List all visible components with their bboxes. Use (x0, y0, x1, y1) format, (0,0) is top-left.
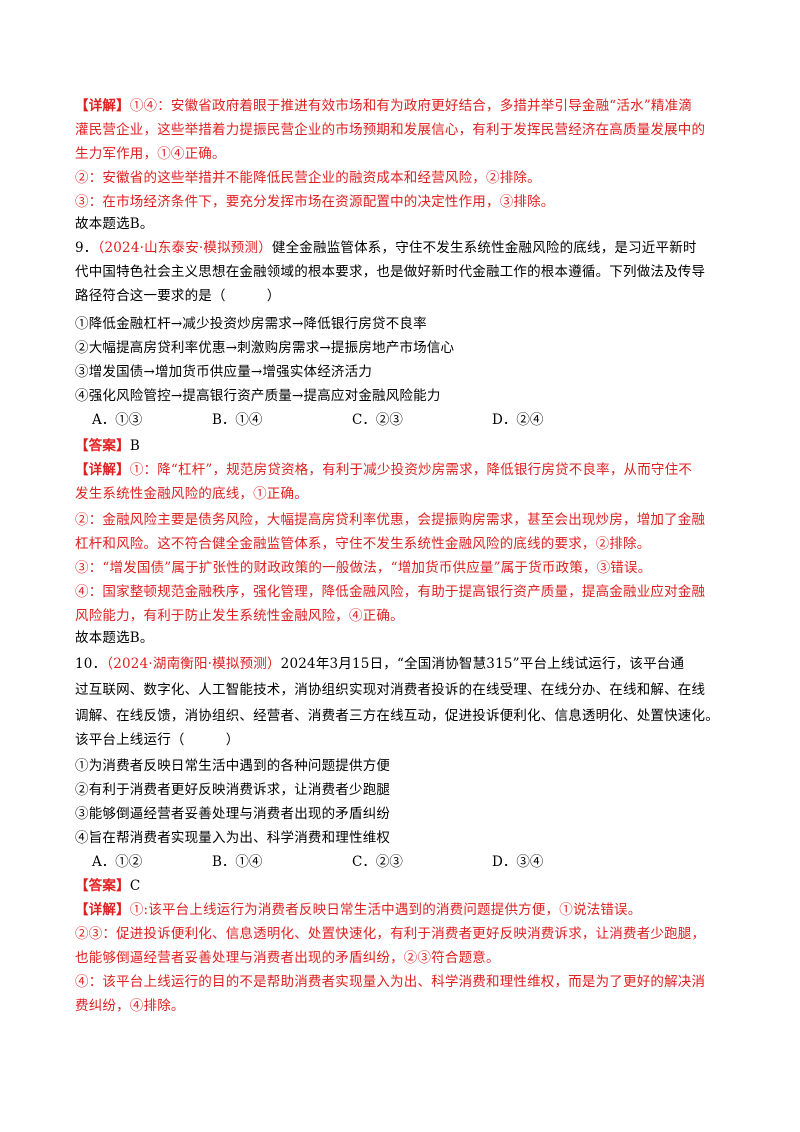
q10-detail-line-5: 费纠纷，④排除。 (75, 998, 185, 1014)
q9-detail-line-3: ②：金融风险主要是债务风险，大幅提高房贷利率优惠，会提振购房需求，甚至会出现炒房… (75, 512, 706, 528)
q9-detail-text: ①：降“杠杆”，规范房贷资格，有利于减少投资炒房需求，降低银行房贷不良率，从而守… (129, 462, 693, 478)
q9-item-4: ④强化风险管控→提高银行资产质量→提高应对金融风险能力 (75, 388, 441, 404)
q10-item-1: ①为消费者反映日常生活中遇到的各种问题提供方便 (75, 758, 391, 774)
q10-stem-line-4: 该平台上线运行（ ） (75, 732, 240, 748)
q10-detail-line-2: ②③：促进投诉便利化、信息透明化、处置快速化，有利于消费者更好反映消费诉求，让消… (75, 926, 706, 942)
q9-answer-tag: 【答案】 (75, 438, 130, 454)
q10-answer-value: C (129, 878, 141, 894)
q8-detail-line-3: 生力军作用，①④正确。 (75, 146, 226, 162)
q10-stem-text: 2024年3月15日，“全国消协智慧315”平台上线试运行，该平台通 (280, 656, 685, 672)
q8-detail-line-1: 【详解】①④：安徽省政府着眼于推进有效市场和有为政府更好结合，多措并举引导金融“… (75, 96, 735, 116)
q10-stem-line-1: 10．（2024·湖南衡阳·模拟预测）2024年3月15日，“全国消协智慧315… (75, 654, 735, 674)
q9-option-a: A．①③ (92, 412, 143, 428)
q9-option-d: D．②④ (492, 412, 544, 428)
q9-stem-text: 健全金融监管体系，守住不发生系统性金融风险的底线，是习近平新时 (271, 240, 697, 256)
q8-conclusion: 故本题选B。 (75, 216, 154, 232)
q10-answer: 【答案】C (75, 876, 735, 896)
q10-number: 10． (75, 656, 107, 672)
q9-item-1: ①降低金融杠杆→减少投资炒房需求→降低银行房贷不良率 (75, 316, 427, 332)
q9-stem-line-2: 代中国特色社会主义思想在金融领域的根本要求，也是做好新时代金融工作的根本遵循。下… (75, 264, 706, 280)
q9-detail-line-1: 【详解】①：降“杠杆”，规范房贷资格，有利于减少投资炒房需求，降低银行房贷不良率… (75, 460, 735, 480)
q10-item-4: ④旨在帮消费者实现量入为出、科学消费和理性维权 (75, 830, 391, 846)
q9-stem-line-3: 路径符合这一要求的是（ ） (75, 288, 281, 304)
q9-detail-line-2: 发生系统性金融风险的底线，①正确。 (75, 486, 308, 502)
q9-answer-value: B (129, 438, 140, 454)
q9-item-3: ③增发国债→增加货币供应量→增强实体经济活力 (75, 364, 373, 380)
q10-option-d: D．③④ (492, 854, 544, 870)
q9-detail-line-6: ④：国家整顿规范金融秩序，强化管理，降低金融风险，有助于提高银行资产质量，提高金… (75, 584, 706, 600)
q9-number: 9． (75, 240, 98, 256)
q9-item-2: ②大幅提高房贷利率优惠→刺激购房需求→提振房地产市场信心 (75, 340, 455, 356)
q10-item-2: ②有利于消费者更好反映消费诉求，让消费者少跑腿 (75, 782, 391, 798)
q10-detail-line-4: ④：该平台上线运行的目的不是帮助消费者实现量入为出、科学消费和理性维权，而是为了… (75, 974, 706, 990)
q9-detail-line-5: ③：“增发国债”属于扩张性的财政政策的一般做法，“增加货币供应量”属于货币政策，… (75, 560, 652, 576)
q10-detail-line-1: 【详解】①:该平台上线运行为消费者反映日常生活中遇到的消费问题提供方便，①说法错… (75, 900, 735, 920)
q10-detail-text: ①:该平台上线运行为消费者反映日常生活中遇到的消费问题提供方便，①说法错误。 (129, 902, 642, 918)
q8-detail-line-5: ③：在市场经济条件下，要充分发挥市场在资源配置中的决定性作用，③排除。 (75, 194, 555, 210)
q10-option-b: B．①④ (212, 854, 263, 870)
q9-answer: 【答案】B (75, 436, 735, 456)
q9-detail-line-7: 风险能力，有利于防止发生系统性金融风险，④正确。 (75, 608, 404, 624)
q9-option-c: C．②③ (352, 412, 403, 428)
q9-option-b: B．①④ (212, 412, 263, 428)
q10-source: （2024·湖南衡阳·模拟预测） (106, 656, 281, 672)
q10-option-c: C．②③ (352, 854, 403, 870)
q9-detail-tag: 【详解】 (75, 462, 130, 478)
q9-stem-line-1: 9．（2024·山东泰安·模拟预测）健全金融监管体系，守住不发生系统性金融风险的… (75, 238, 735, 258)
q10-stem-line-2: 过互联网、数字化、人工智能技术，消协组织实现对消费者投诉的在线受理、在线分办、在… (75, 682, 706, 698)
q8-detail-text: ①④：安徽省政府着眼于推进有效市场和有为政府更好结合，多措并举引导金融“活水”精… (129, 98, 693, 114)
q9-detail-line-4: 杠杆和风险。这不符合健全金融监管体系，守住不发生系统性金融风险的底线的要求，②排… (75, 536, 651, 552)
q10-detail-tag: 【详解】 (75, 902, 130, 918)
q10-answer-tag: 【答案】 (75, 878, 130, 894)
q8-detail-line-2: 灌民营企业，这些举措着力提振民营企业的市场预期和发展信心，有利于发挥民营经济在高… (75, 122, 706, 138)
q8-detail-line-4: ②：安徽省的这些举措并不能降低民营企业的融资成本和经营风险，②排除。 (75, 170, 541, 186)
q9-conclusion: 故本题选B。 (75, 630, 154, 646)
q10-detail-line-3: 也能够倒逼经营者妥善处理与消费者出现的矛盾纠纷，②③符合题意。 (75, 950, 500, 966)
q10-stem-line-3: 调解、在线反馈，消协组织、经营者、消费者三方在线互动，促进投诉便利化、信息透明化… (75, 708, 719, 724)
q9-source: （2024·山东泰安·模拟预测） (97, 240, 272, 256)
q10-option-a: A．①② (92, 854, 143, 870)
q8-detail-tag: 【详解】 (75, 98, 130, 114)
q10-item-3: ③能够倒逼经营者妥善处理与消费者出现的矛盾纠纷 (75, 806, 391, 822)
